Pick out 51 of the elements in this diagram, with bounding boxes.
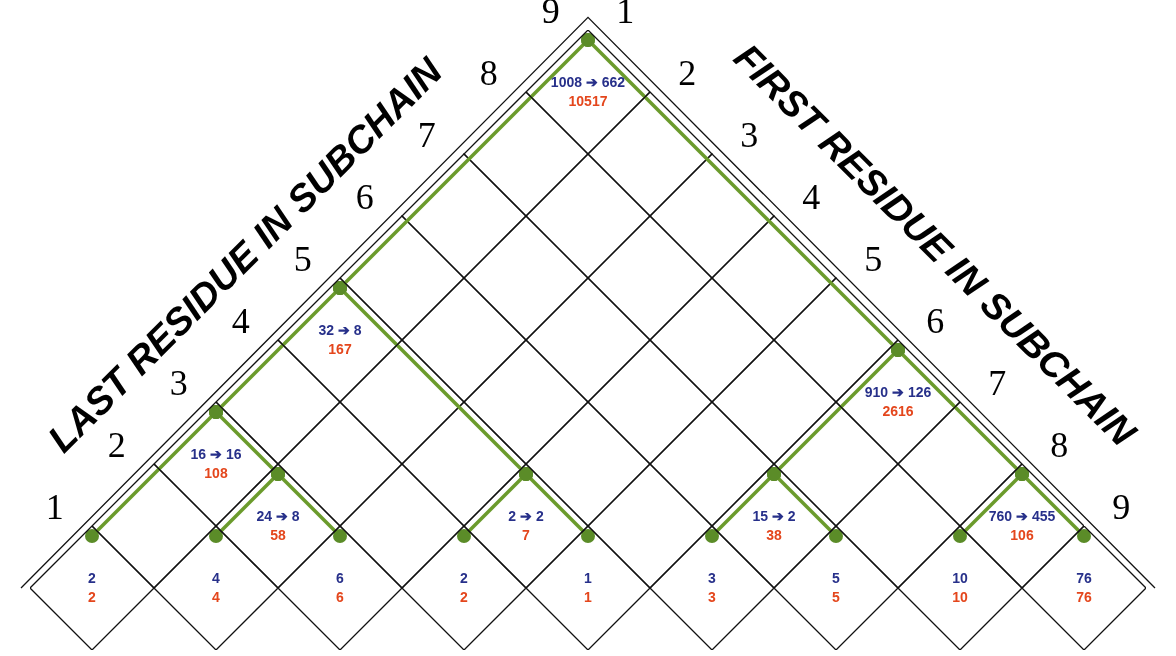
cost-value: 7 xyxy=(522,526,530,545)
count-value: 76 xyxy=(1076,569,1092,588)
count-value: 32 ➔ 8 xyxy=(318,321,362,340)
count-value: 16 ➔ 16 xyxy=(190,445,242,464)
count-value: 2 ➔ 2 xyxy=(508,507,544,526)
count-value: 760 ➔ 455 xyxy=(988,507,1056,526)
cost-value: 167 xyxy=(328,340,352,359)
count-value: 2 xyxy=(460,569,468,588)
count-value: 24 ➔ 8 xyxy=(256,507,300,526)
matrix-cell xyxy=(30,526,154,650)
matrix-cell xyxy=(526,30,650,154)
cost-value: 38 xyxy=(766,526,782,545)
tree-branch xyxy=(271,467,347,543)
count-value: 5 xyxy=(832,569,840,588)
cost-value: 58 xyxy=(270,526,286,545)
count-value: 10 xyxy=(952,569,968,588)
cost-value: 106 xyxy=(1010,526,1034,545)
column-number: 9 xyxy=(1112,489,1131,526)
matrix-cell xyxy=(836,340,960,464)
count-value: 1008 ➔ 662 xyxy=(550,73,626,92)
count-value: 3 xyxy=(708,569,716,588)
count-value: 15 ➔ 2 xyxy=(752,507,796,526)
matrix-cell xyxy=(278,278,402,402)
column-number: 1 xyxy=(616,0,635,30)
cost-value: 5 xyxy=(832,588,840,607)
cost-value: 2 xyxy=(88,588,96,607)
count-value: 910 ➔ 126 xyxy=(864,383,932,402)
cost-value: 76 xyxy=(1076,588,1092,607)
tree-branch xyxy=(519,467,595,543)
cost-value: 10517 xyxy=(568,92,608,111)
cost-value: 6 xyxy=(336,588,344,607)
tree-branch xyxy=(767,467,843,543)
cost-value: 1 xyxy=(584,588,592,607)
cost-value: 10 xyxy=(952,588,968,607)
tree-branch xyxy=(1015,467,1091,543)
column-number: 2 xyxy=(678,55,697,92)
count-value: 1 xyxy=(584,569,592,588)
count-value: 6 xyxy=(336,569,344,588)
row-number: 8 xyxy=(479,55,498,92)
cost-value: 3 xyxy=(708,588,716,607)
column-number: 6 xyxy=(926,303,945,340)
cost-value: 108 xyxy=(204,464,228,483)
matrix-cell xyxy=(154,402,278,526)
cost-value: 2616 xyxy=(882,402,914,421)
count-value: 2 xyxy=(88,569,96,588)
cost-value: 4 xyxy=(212,588,220,607)
row-number: 1 xyxy=(45,489,64,526)
count-value: 4 xyxy=(212,569,220,588)
row-number: 5 xyxy=(293,241,312,278)
row-number: 9 xyxy=(541,0,560,30)
cost-value: 2 xyxy=(460,588,468,607)
